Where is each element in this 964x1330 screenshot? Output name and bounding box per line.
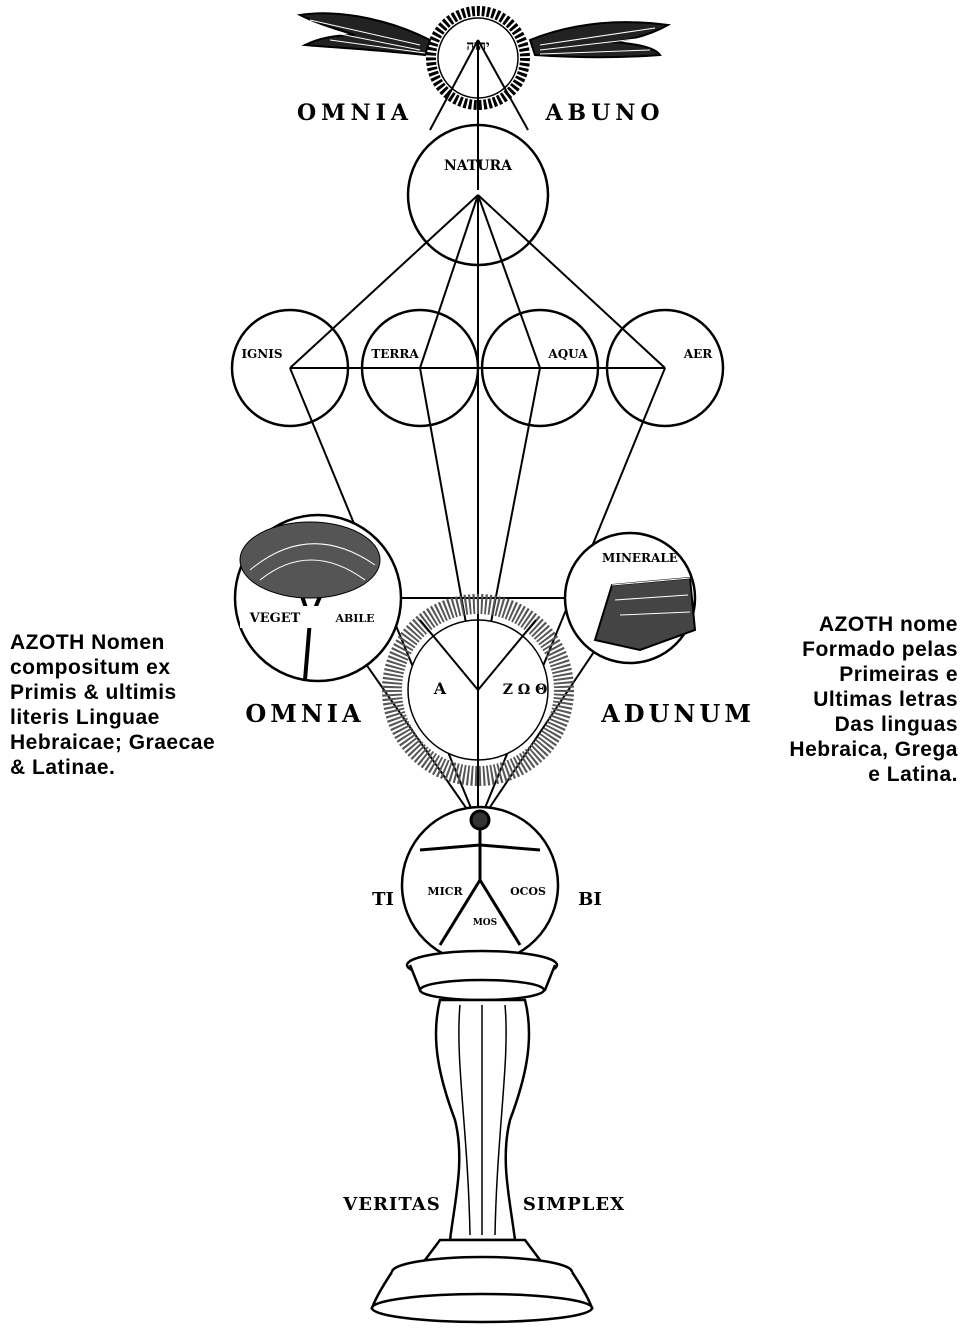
caption-line: Formado pelas — [760, 637, 958, 662]
omnia-mid-label: OMNIA — [245, 699, 364, 728]
caption-line: Hebraicae; Graecae — [10, 730, 235, 755]
ocos-label: OCOS — [510, 885, 546, 898]
caption-line: Primis & ultimis — [10, 680, 235, 705]
pedestal-illustration — [372, 951, 592, 1322]
latin-caption: AZOTH Nomen compositum ex Primis & ultim… — [10, 630, 235, 780]
omnia-top-label: OMNIA — [297, 100, 413, 126]
micr-label: MICR — [427, 885, 463, 898]
caption-line: & Latinae. — [10, 755, 235, 780]
adunum-label: ADUNUM — [600, 699, 755, 728]
azoth-alpha: A — [433, 679, 447, 698]
caption-line: compositum ex — [10, 655, 235, 680]
simplex-label: SIMPLEX — [523, 1194, 625, 1215]
veget-label: VEGET — [249, 611, 301, 626]
natura-label: NATURA — [444, 158, 513, 174]
minerale-label: MINERALE — [602, 551, 678, 565]
caption-line: Das linguas — [760, 712, 958, 737]
left-small-label: TI — [372, 889, 394, 910]
aqua-label: AQUA — [547, 347, 588, 361]
mos-label: MOS — [473, 918, 497, 928]
caption-line: Hebraica, Grega — [760, 737, 958, 762]
caption-line: e Latina. — [760, 762, 958, 787]
aer-label: AER — [683, 347, 713, 361]
azoth-greek: Ζ Ω Θ — [503, 682, 548, 698]
abile-label: ABILE — [334, 612, 374, 625]
abuno-label: ABUNO — [544, 100, 664, 126]
terra-label: TERRA — [371, 347, 419, 361]
caption-line: AZOTH nome — [760, 612, 958, 637]
portuguese-caption: AZOTH nome Formado pelas Primeiras e Ult… — [760, 612, 958, 787]
caption-line: Primeiras e — [760, 662, 958, 687]
caption-line: literis Linguae — [10, 705, 235, 730]
ignis-label: IGNIS — [241, 347, 282, 361]
caption-line: AZOTH Nomen — [10, 630, 235, 655]
right-small-label: BI — [578, 889, 602, 910]
caption-line: Ultimas letras — [760, 687, 958, 712]
veritas-label: VERITAS — [342, 1194, 440, 1215]
